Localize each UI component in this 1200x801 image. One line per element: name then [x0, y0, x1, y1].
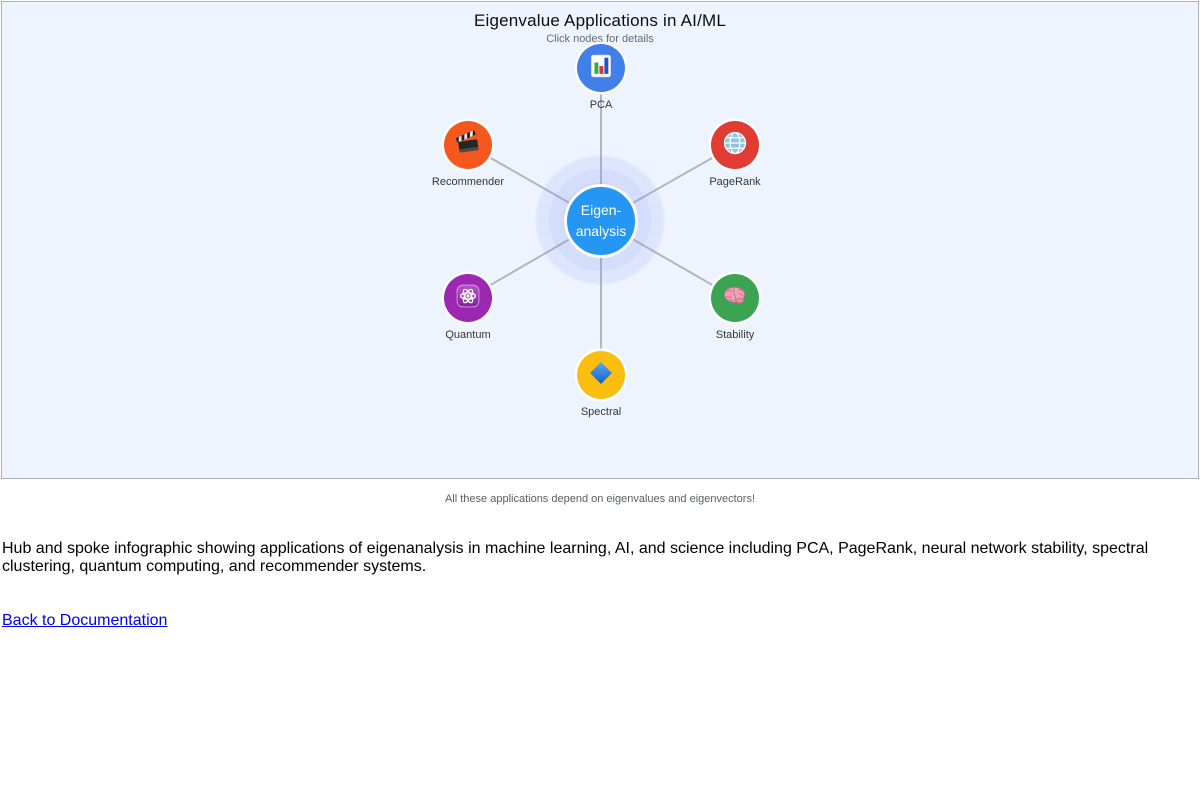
node-stability[interactable]: Stability — [687, 274, 783, 341]
atom-icon — [454, 282, 482, 315]
node-recommender[interactable]: Recommender — [420, 121, 516, 188]
node-pca-label: PCA — [589, 99, 613, 111]
node-spectral-circle — [577, 351, 625, 399]
node-pagerank-label: PageRank — [709, 176, 761, 188]
node-quantum-circle — [444, 274, 492, 322]
node-pagerank[interactable]: PageRank — [687, 121, 783, 188]
description-text: Hub and spoke infographic showing applic… — [2, 540, 1149, 575]
node-recommender-circle — [444, 121, 492, 169]
panel-caption: All these applications depend on eigenva… — [444, 493, 756, 505]
node-spectral-label: Spectral — [580, 406, 622, 418]
infographic-panel: Eigenvalue Applications in AI/ML Click n… — [1, 1, 1199, 479]
bar-chart-icon — [587, 52, 615, 85]
node-pca[interactable]: PCA — [553, 44, 649, 111]
node-recommender-label: Recommender — [431, 176, 505, 188]
node-quantum[interactable]: Quantum — [420, 274, 516, 341]
page-title: Eigenvalue Applications in AI/ML — [473, 11, 727, 30]
diamond-icon — [587, 359, 615, 392]
clapperboard-icon — [454, 129, 482, 162]
back-to-documentation-link[interactable]: Back to Documentation — [2, 612, 168, 629]
node-pca-circle — [577, 44, 625, 92]
globe-icon — [721, 129, 749, 162]
hub-label-line2: analysis — [575, 223, 627, 239]
hub-label-line1: Eigen- — [580, 202, 622, 218]
node-quantum-label: Quantum — [445, 329, 491, 341]
node-spectral[interactable]: Spectral — [553, 351, 649, 418]
node-stability-circle — [711, 274, 759, 322]
page-subtitle: Click nodes for details — [546, 33, 654, 45]
hub-node-eigenanalysis[interactable]: Eigen- analysis — [564, 184, 638, 258]
node-stability-label: Stability — [715, 329, 755, 341]
node-pagerank-circle — [711, 121, 759, 169]
brain-icon — [721, 282, 749, 315]
